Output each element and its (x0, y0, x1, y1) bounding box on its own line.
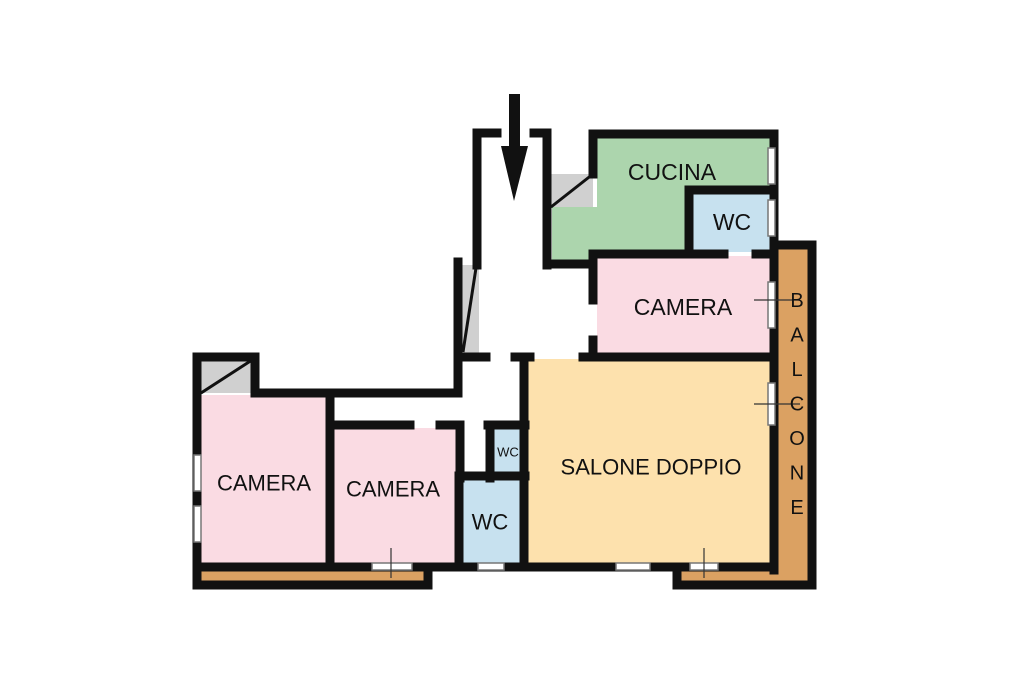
closet-corridor-diagonal (461, 267, 478, 353)
room-camera-top-right[interactable] (597, 256, 770, 355)
room-wc-small[interactable] (492, 428, 521, 475)
balcone-letter: A (790, 325, 804, 347)
windows (193, 147, 800, 578)
room-salone-doppio[interactable] (527, 359, 770, 563)
balcone-bottom-left (200, 569, 427, 584)
balcone-letter: C (790, 394, 804, 416)
balcone-letter: B (790, 290, 803, 312)
balcone-letter: O (789, 428, 805, 450)
room-camera-left[interactable] (201, 395, 328, 563)
label-wc-kitchen: WC (713, 209, 751, 235)
arrow-down-icon (501, 94, 528, 201)
label-camera-top-right: CAMERA (634, 294, 733, 320)
balcone-letter: L (791, 359, 802, 381)
closet-left-diagonal (200, 358, 253, 395)
room-cucina[interactable] (552, 138, 770, 262)
balcone-letter: N (790, 463, 804, 485)
room-wc-bottom[interactable] (461, 478, 521, 563)
label-wc-bottom: WC (472, 510, 509, 535)
label-salone-doppio: SALONE DOPPIO (561, 455, 742, 480)
label-camera-mid: CAMERA (346, 477, 440, 502)
label-camera-left: CAMERA (217, 471, 311, 496)
closet-kitchen-diagonal (550, 172, 594, 209)
balcone-letter: E (790, 497, 803, 519)
room-wc-kitchen[interactable] (693, 192, 770, 252)
room-camera-mid[interactable] (332, 428, 458, 563)
label-wc-small: WC (497, 445, 519, 460)
label-cucina: CUCINA (628, 159, 717, 185)
balcone-right (777, 246, 812, 584)
